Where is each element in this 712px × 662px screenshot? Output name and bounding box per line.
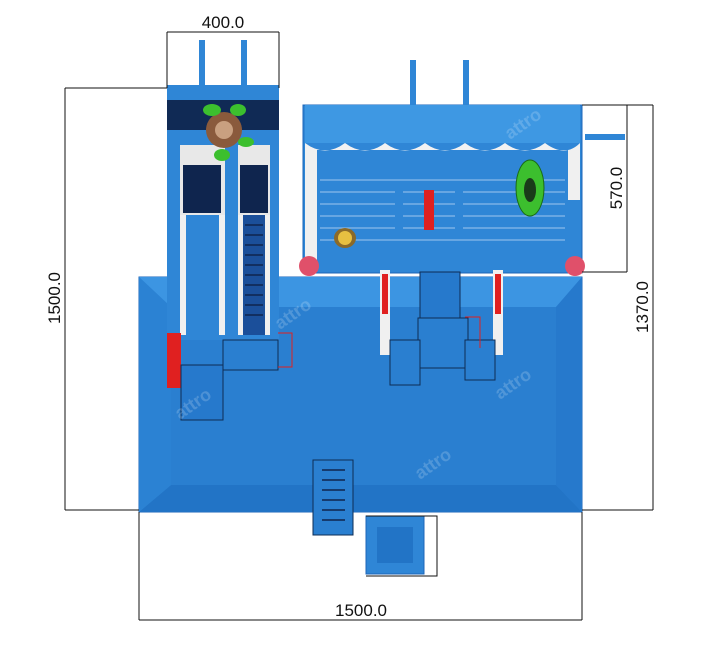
left-slide-tower: [167, 40, 293, 421]
dimension-right-height: 1370.0: [633, 281, 652, 333]
dimension-right-upper-height: 570.0: [607, 167, 626, 210]
dimension-left-height: 1500.0: [45, 272, 64, 324]
right-platform: [299, 60, 625, 386]
front-entry: [312, 459, 438, 577]
dimension-top-width: 400.0: [202, 13, 245, 32]
dimension-lines: [64, 31, 654, 621]
dimension-bottom-width: 1500.0: [335, 601, 387, 620]
